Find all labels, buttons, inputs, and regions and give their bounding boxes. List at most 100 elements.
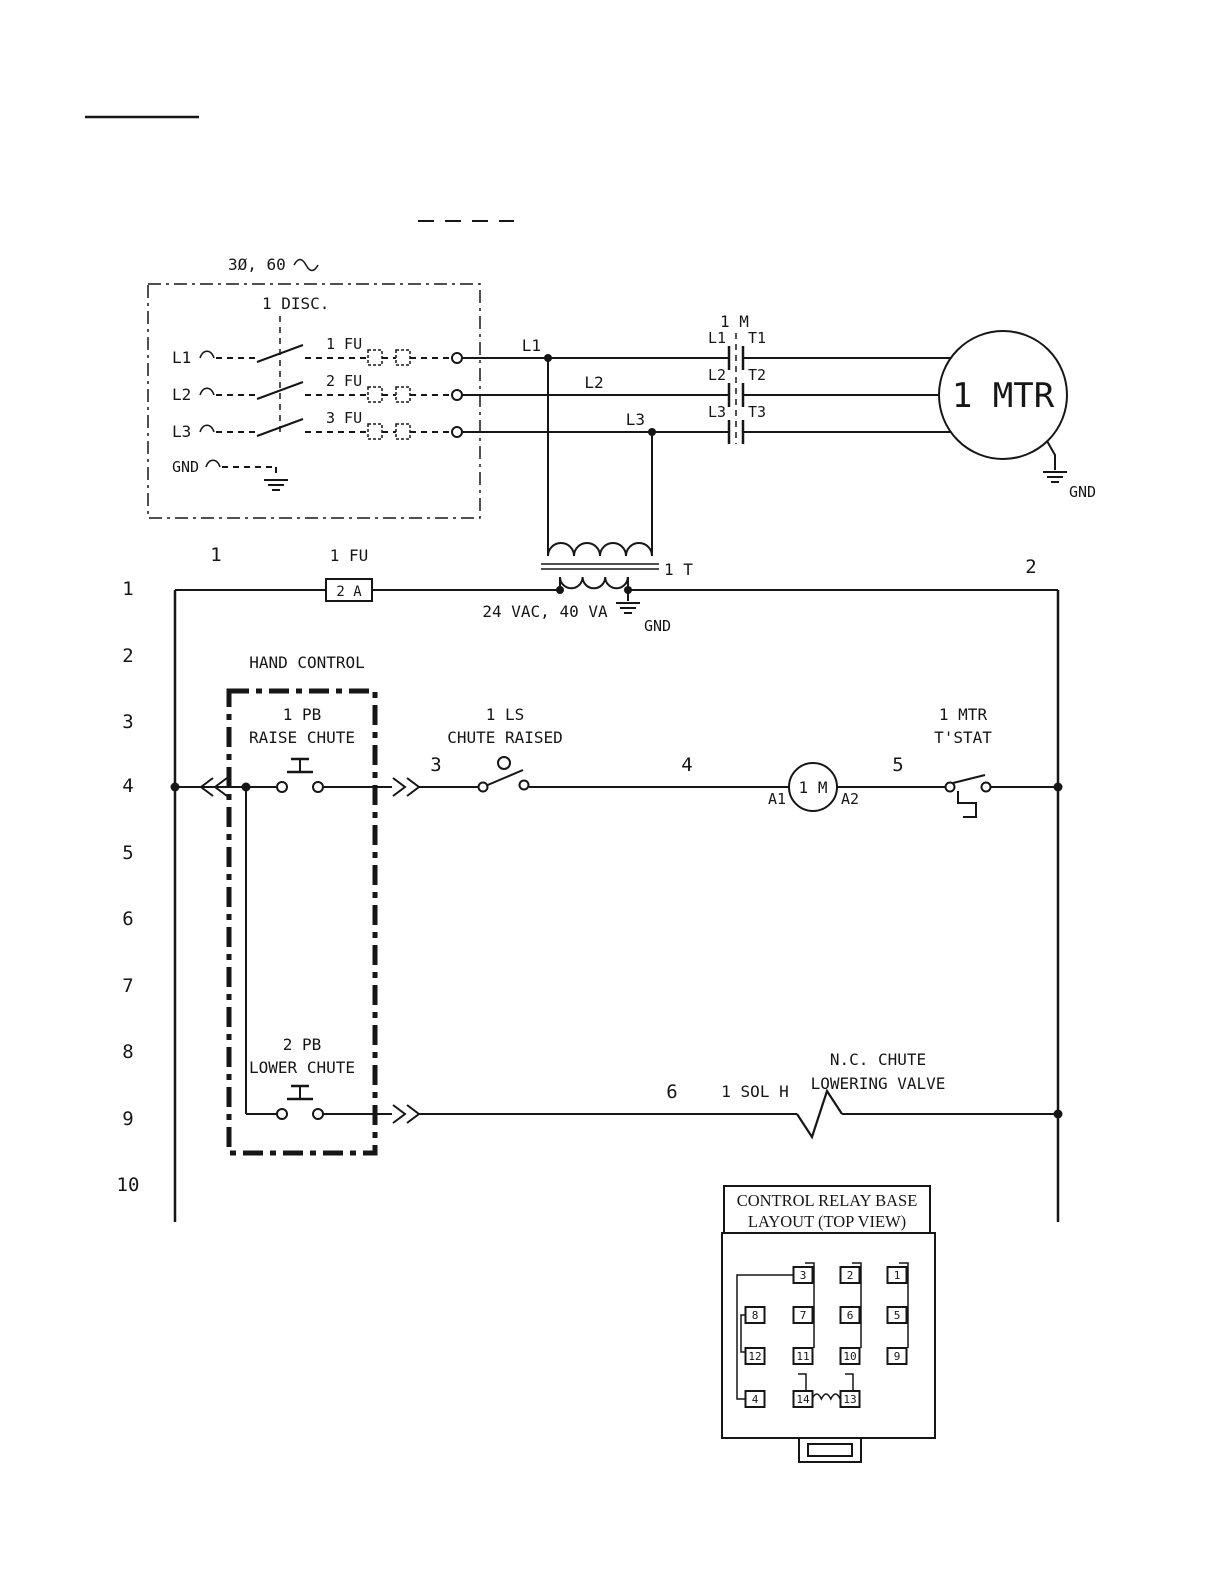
tstat-thermal-icon xyxy=(957,791,977,818)
disconnect-label: 1 DISC. xyxy=(262,294,329,313)
fu1-label: 1 FU xyxy=(326,335,362,353)
rung-number-4: 4 xyxy=(122,775,133,797)
connector-left-bracket xyxy=(736,1274,793,1400)
phase-label: 3Ø, 60 xyxy=(228,255,286,274)
pin-box-2 xyxy=(839,1266,861,1284)
pin-4: 4 xyxy=(752,1393,759,1406)
pb2-terminal-b xyxy=(312,1108,324,1120)
connector-14-hook xyxy=(798,1373,807,1391)
fu2-box-b xyxy=(395,386,411,403)
pin-8: 8 xyxy=(752,1309,759,1322)
rung-number-2: 2 xyxy=(122,645,133,667)
pin-box-13 xyxy=(839,1390,861,1408)
relay-coil-icon xyxy=(811,1393,841,1401)
tstat-terminal-a xyxy=(944,781,956,793)
valve-label-line1: N.C. CHUTE xyxy=(830,1050,926,1069)
pin-box-9 xyxy=(886,1347,908,1365)
xfmr-gnd-label: GND xyxy=(644,617,671,635)
tstat-terminal-b xyxy=(980,781,992,793)
l1-label: L1 xyxy=(172,348,191,367)
coil-a1-label: A1 xyxy=(768,790,786,808)
r4-rail-dot xyxy=(1053,782,1063,792)
pin-3: 3 xyxy=(800,1269,807,1282)
l2-entry-icon xyxy=(199,387,215,396)
ls1-terminal-a xyxy=(477,781,489,793)
pin-14: 14 xyxy=(796,1393,810,1406)
relay-base-layout: CONTROL RELAY BASE LAYOUT (TOP VIEW) 3 2… xyxy=(721,1185,936,1463)
rung-number-6: 6 xyxy=(122,908,133,930)
ground-symbol xyxy=(264,479,288,491)
l3-label: L3 xyxy=(172,422,191,441)
ls1-label-line1: 1 LS xyxy=(486,705,525,724)
pin-box-1 xyxy=(886,1266,908,1284)
contact-l2-label: L2 xyxy=(708,366,726,384)
fu2-label: 2 FU xyxy=(326,372,362,390)
pin-5: 5 xyxy=(894,1309,901,1322)
l3-blade xyxy=(256,418,304,437)
pb2-label-line2: LOWER CHUTE xyxy=(249,1058,355,1077)
ladder-rails xyxy=(173,589,1060,1222)
xfmr-secondary-coil xyxy=(559,576,629,590)
pin-box-7 xyxy=(792,1306,814,1324)
fu3-box-a xyxy=(367,423,383,440)
motor-gnd-label: GND xyxy=(1069,483,1096,501)
solenoid-1solh xyxy=(796,1088,843,1140)
connector-col-a xyxy=(805,1262,815,1348)
limit-switch-1ls xyxy=(477,756,530,793)
fu1-box-a xyxy=(367,349,383,366)
pin-box-14 xyxy=(792,1390,814,1408)
fuse-1fu-box xyxy=(325,578,373,602)
pb2-terminal-a xyxy=(276,1108,288,1120)
motor-gnd-lead xyxy=(1046,440,1056,470)
connector-in-icon xyxy=(199,777,228,797)
hand-control-box xyxy=(226,688,378,1156)
rung-number-7: 7 xyxy=(122,975,133,997)
relay-pins: 3 2 1 8 7 6 5 12 11 10 9 4 xyxy=(744,1266,908,1408)
contact-l1-label: L1 xyxy=(708,329,726,347)
pb1-terminal-b xyxy=(312,781,324,793)
relay-title-line1: CONTROL RELAY BASE xyxy=(737,1191,918,1210)
fuse-1fu-rating: 2 A xyxy=(336,584,362,600)
motor-circle xyxy=(938,330,1068,460)
gnd-label: GND xyxy=(172,458,199,476)
l1-terminal xyxy=(451,352,463,364)
pb1-label-line1: 1 PB xyxy=(283,705,322,724)
pin-10: 10 xyxy=(843,1350,856,1363)
rung-number-9: 9 xyxy=(122,1108,133,1130)
pin-box-5 xyxy=(886,1306,908,1324)
rung-number-8: 8 xyxy=(122,1041,133,1063)
pb1-label-line2: RAISE CHUTE xyxy=(249,728,355,747)
rung-number-3: 3 xyxy=(122,711,133,733)
thermostat-contact xyxy=(944,774,992,818)
rung-number-10: 10 xyxy=(117,1174,140,1196)
pin-box-4 xyxy=(744,1390,766,1408)
pb1-terminal-a xyxy=(276,781,288,793)
relay-title-line2: LAYOUT (TOP VIEW) xyxy=(748,1212,906,1231)
relay-bottom-tab xyxy=(798,1437,862,1463)
l2-label: L2 xyxy=(172,385,191,404)
motor-label: 1 MTR xyxy=(952,376,1055,416)
node-3-label: 3 xyxy=(430,754,441,776)
motor-ground-symbol xyxy=(1043,471,1067,483)
pin-6: 6 xyxy=(847,1309,854,1322)
xfmr-rating: 24 VAC, 40 VA xyxy=(482,602,608,621)
pin-12: 12 xyxy=(748,1350,761,1363)
pin-box-8 xyxy=(744,1306,766,1324)
l2-terminal xyxy=(451,389,463,401)
xfmr-ground-symbol xyxy=(616,602,640,614)
pin-11: 11 xyxy=(796,1350,809,1363)
ls1-lever xyxy=(482,769,524,788)
pin-13: 13 xyxy=(843,1393,856,1406)
tstat-blade xyxy=(952,774,986,784)
coil-label: 1 M xyxy=(799,778,828,797)
connector-out2-icon xyxy=(392,1104,421,1124)
xfmr-primary-coil xyxy=(547,542,653,557)
xfmr-label: 1 T xyxy=(664,560,693,579)
tstat-label-line2: T'STAT xyxy=(934,728,992,747)
rung-number-1: 1 xyxy=(122,578,133,600)
pin-7: 7 xyxy=(800,1309,807,1322)
l2-blade xyxy=(256,381,304,400)
node-5-label: 5 xyxy=(892,754,903,776)
